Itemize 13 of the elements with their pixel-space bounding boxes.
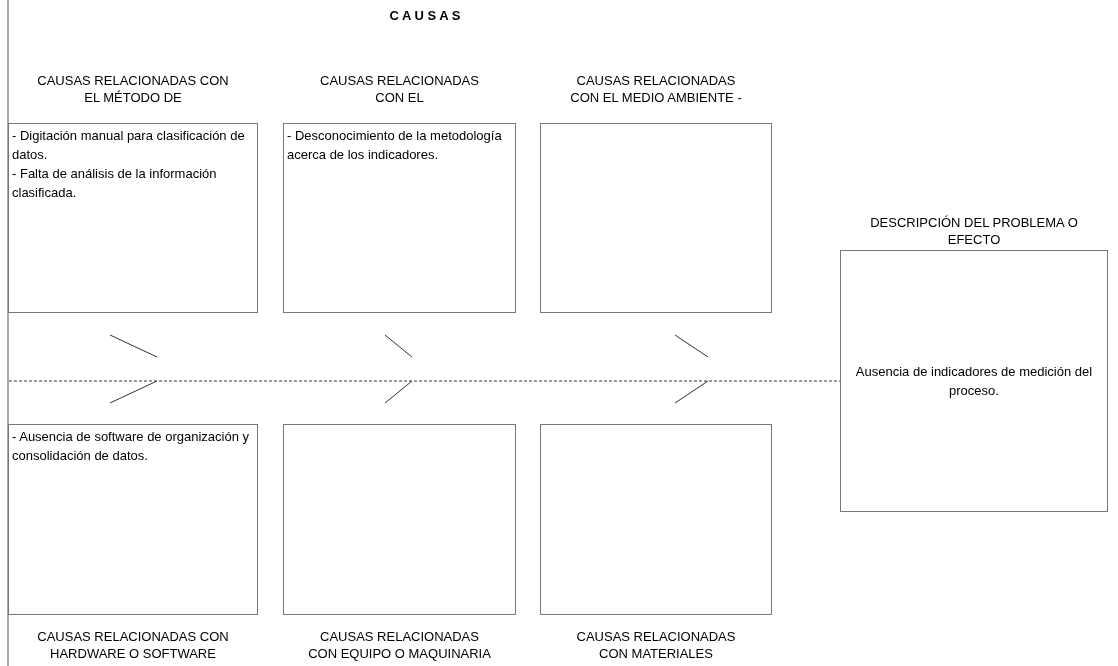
diagram-title: C A U S A S: [388, 8, 462, 23]
category-heading: CAUSAS RELACIONADAS CON HARDWARE O SOFTWARE: [36, 628, 230, 662]
category-heading: CAUSAS RELACIONADAS CON EL: [319, 72, 480, 106]
effect-text: Ausencia de indicadores de medición del proceso.: [854, 363, 1094, 400]
category-heading: CAUSAS RELACIONADAS CON EL MEDIO AMBIENTE -: [569, 72, 743, 106]
cause-item: - Ausencia de software de organización y consolidación de datos.: [12, 428, 251, 465]
cause-item: - Digitación manual para clasificación de datos.: [12, 127, 246, 164]
cause-item: - Desconocimiento de la metodología acerca de los indicadores.: [287, 127, 503, 164]
category-heading: CAUSAS RELACIONADAS CON EQUIPO O MAQUINARIA: [308, 628, 491, 662]
cause-item: - Falta de análisis de la información clasificada.: [12, 165, 218, 202]
category-heading: CAUSAS RELACIONADAS CON EL MÉTODO DE: [36, 72, 230, 106]
category-heading: CAUSAS RELACIONADAS CON MATERIALES: [575, 628, 737, 662]
category-heading: DESCRIPCIÓN DEL PROBLEMA O EFECTO: [869, 214, 1079, 248]
